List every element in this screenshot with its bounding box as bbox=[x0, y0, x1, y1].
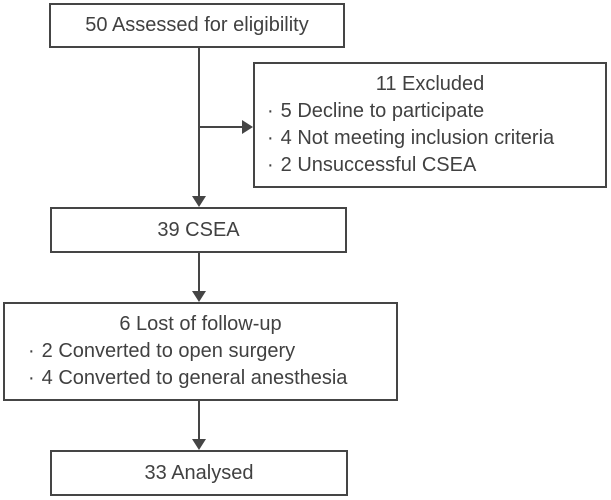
lost-item-text: 2 Converted to open surgery bbox=[41, 340, 296, 362]
bullet-icon: · bbox=[267, 154, 274, 176]
excluded-item: · 4 Not meeting inclusion criteria bbox=[255, 125, 605, 152]
box-csea: 39 CSEA bbox=[50, 207, 347, 253]
connector-lost-to-analysed bbox=[198, 400, 200, 439]
assessed-label: 50 Assessed for eligibility bbox=[85, 14, 309, 36]
arrowhead-down-icon bbox=[192, 196, 206, 207]
excluded-item: · 2 Unsuccessful CSEA bbox=[255, 152, 605, 179]
arrowhead-down-icon bbox=[192, 291, 206, 302]
lost-item: · 4 Converted to general anesthesia bbox=[5, 365, 396, 392]
bullet-icon: · bbox=[28, 340, 35, 362]
box-analysed: 33 Analysed bbox=[50, 450, 348, 496]
excluded-item-text: 2 Unsuccessful CSEA bbox=[280, 154, 477, 176]
lost-item-text: 4 Converted to general anesthesia bbox=[41, 367, 348, 389]
excluded-title: 11 Excluded bbox=[375, 73, 485, 95]
bullet-icon: · bbox=[267, 100, 274, 122]
excluded-item-text: 4 Not meeting inclusion criteria bbox=[280, 127, 555, 149]
arrowhead-right-icon bbox=[242, 120, 253, 134]
connector-csea-to-lost bbox=[198, 252, 200, 291]
lost-title: 6 Lost of follow-up bbox=[119, 313, 282, 335]
box-excluded: 11 Excluded · 5 Decline to participate · 4… bbox=[253, 62, 607, 188]
excluded-item: · 5 Decline to participate bbox=[255, 98, 605, 125]
lost-item: · 2 Converted to open surgery bbox=[5, 338, 396, 365]
box-lost-follow-up: 6 Lost of follow-up · 2 Converted to open… bbox=[3, 302, 398, 401]
bullet-icon: · bbox=[28, 367, 35, 389]
bullet-icon: · bbox=[267, 127, 274, 149]
box-assessed-for-eligibility: 50 Assessed for eligibility bbox=[49, 3, 345, 48]
csea-label: 39 CSEA bbox=[157, 218, 240, 241]
arrowhead-down-icon bbox=[192, 439, 206, 450]
excluded-item-text: 5 Decline to participate bbox=[280, 100, 485, 122]
connector-assessed-to-csea bbox=[198, 47, 200, 196]
connector-branch-to-excluded bbox=[198, 126, 243, 128]
analysed-label: 33 Analysed bbox=[144, 461, 254, 484]
